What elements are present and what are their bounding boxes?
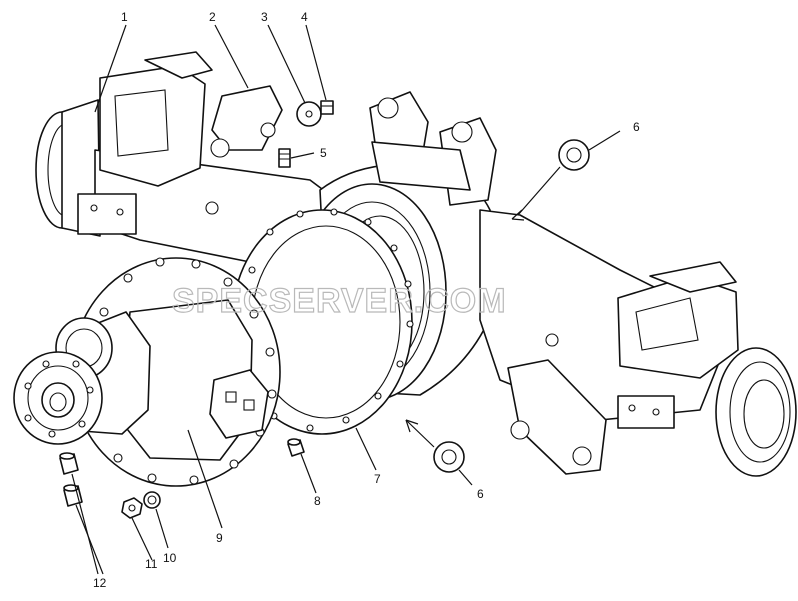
lower-bracket — [507, 359, 607, 475]
part-6-plug-lower — [433, 441, 465, 473]
callout-12: 12 — [93, 576, 107, 590]
callout-10: 10 — [163, 551, 177, 565]
callout-6-upper: 6 — [633, 120, 640, 134]
callout-11: 11 — [145, 557, 158, 571]
part-2-bracket — [210, 85, 283, 158]
part-3-washer — [296, 101, 322, 127]
part-12-stud-upper — [59, 452, 79, 475]
part-8-dowel-pin — [287, 438, 305, 457]
callout-labels: 1 2 3 4 5 6 6 7 8 9 10 11 12 — [93, 10, 640, 590]
part-11-nut — [121, 497, 143, 519]
leader-lines — [71, 24, 621, 575]
callout-2: 2 — [209, 10, 216, 24]
beam-bolt — [205, 201, 219, 215]
callout-7: 7 — [374, 472, 381, 486]
callout-6-lower: 6 — [477, 487, 484, 501]
callout-5: 5 — [320, 146, 327, 160]
part-12-stud-lower — [63, 484, 83, 507]
watermark-text: SPECSERVER.COM — [172, 282, 507, 320]
part-6-plug-upper — [558, 139, 590, 171]
left-spring-seat — [77, 51, 213, 235]
callout-4: 4 — [301, 10, 308, 24]
part-5-plug — [278, 148, 291, 168]
upper-bracket — [369, 91, 497, 206]
right-spring-seat — [617, 261, 739, 429]
callout-8: 8 — [314, 494, 321, 508]
part-9-final-drive — [13, 257, 281, 487]
right-axle-flange — [715, 347, 797, 477]
callout-9: 9 — [216, 531, 223, 545]
callout-3: 3 — [261, 10, 268, 24]
beam-bolt — [545, 333, 559, 347]
part-10-washer — [143, 491, 161, 509]
part-4-fitting — [320, 100, 334, 115]
callout-1: 1 — [121, 10, 128, 24]
